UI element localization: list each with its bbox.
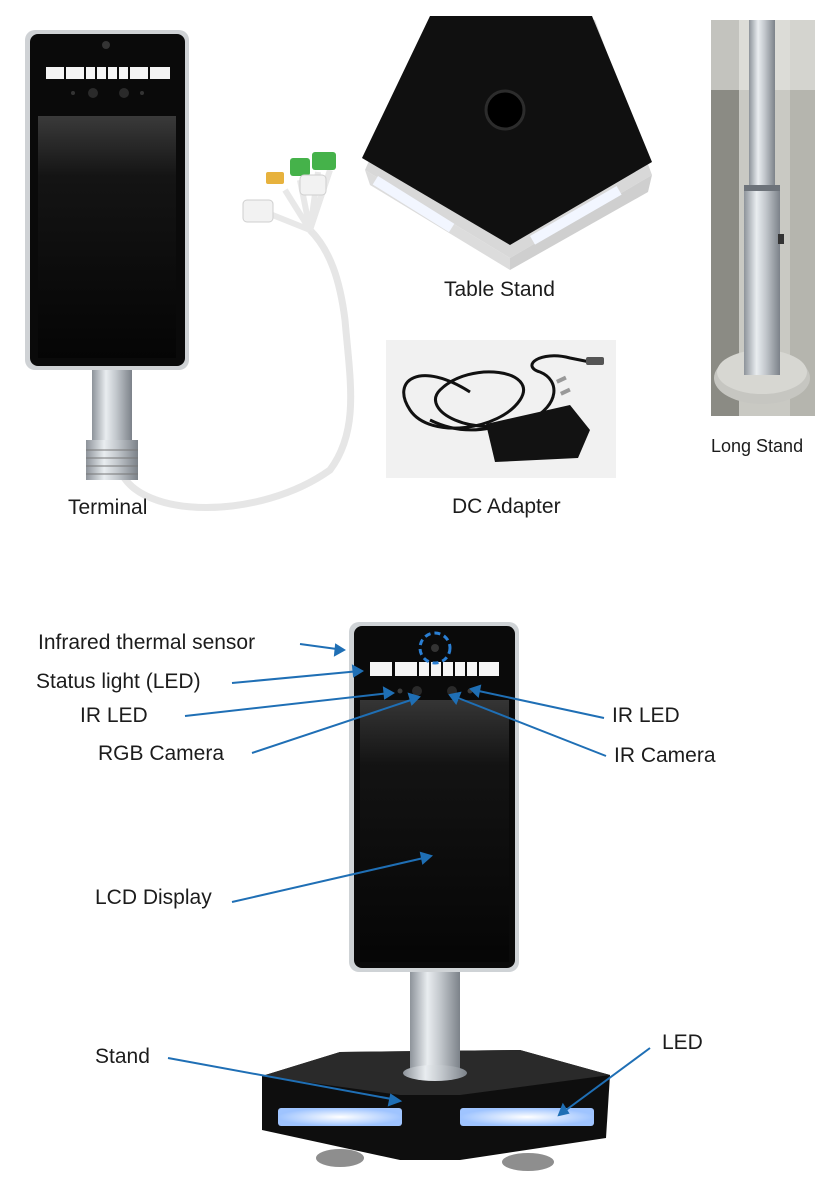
callout-line-status-light <box>231 670 361 684</box>
callout-lines <box>167 643 651 1117</box>
long-stand-caption: Long Stand <box>711 436 804 456</box>
callout-line-ir-led-left <box>184 692 391 717</box>
status-light-label: Status light (LED) <box>36 670 201 693</box>
annotated-device-image <box>262 622 610 1171</box>
dc-adapter-caption: DC Adapter <box>452 495 561 518</box>
dc-adapter-image <box>386 340 616 478</box>
ir-camera-label: IR Camera <box>614 744 716 767</box>
stand-label: Stand <box>95 1045 150 1068</box>
callout-line-rgb-camera <box>251 697 418 754</box>
ir-led-left-label: IR LED <box>80 704 148 727</box>
led-label: LED <box>662 1031 703 1054</box>
callout-line-stand <box>167 1057 398 1101</box>
long-stand-image <box>711 20 815 416</box>
ir-led-right-label: IR LED <box>612 704 680 727</box>
terminal-caption: Terminal <box>68 496 148 519</box>
rgb-camera-label: RGB Camera <box>98 742 225 765</box>
callout-line-lcd-display <box>231 856 429 903</box>
callout-line-led <box>561 1047 651 1114</box>
lcd-display-label: LCD Display <box>95 886 212 909</box>
infrared-thermal-sensor-label: Infrared thermal sensor <box>38 631 256 654</box>
callout-line-ir-led-right <box>473 689 605 719</box>
table-stand-image <box>362 16 652 270</box>
callout-line-ir-camera <box>452 695 607 757</box>
terminal-image <box>25 30 355 511</box>
sensor-highlight-ring <box>418 631 452 665</box>
table-stand-caption: Table Stand <box>444 278 555 301</box>
